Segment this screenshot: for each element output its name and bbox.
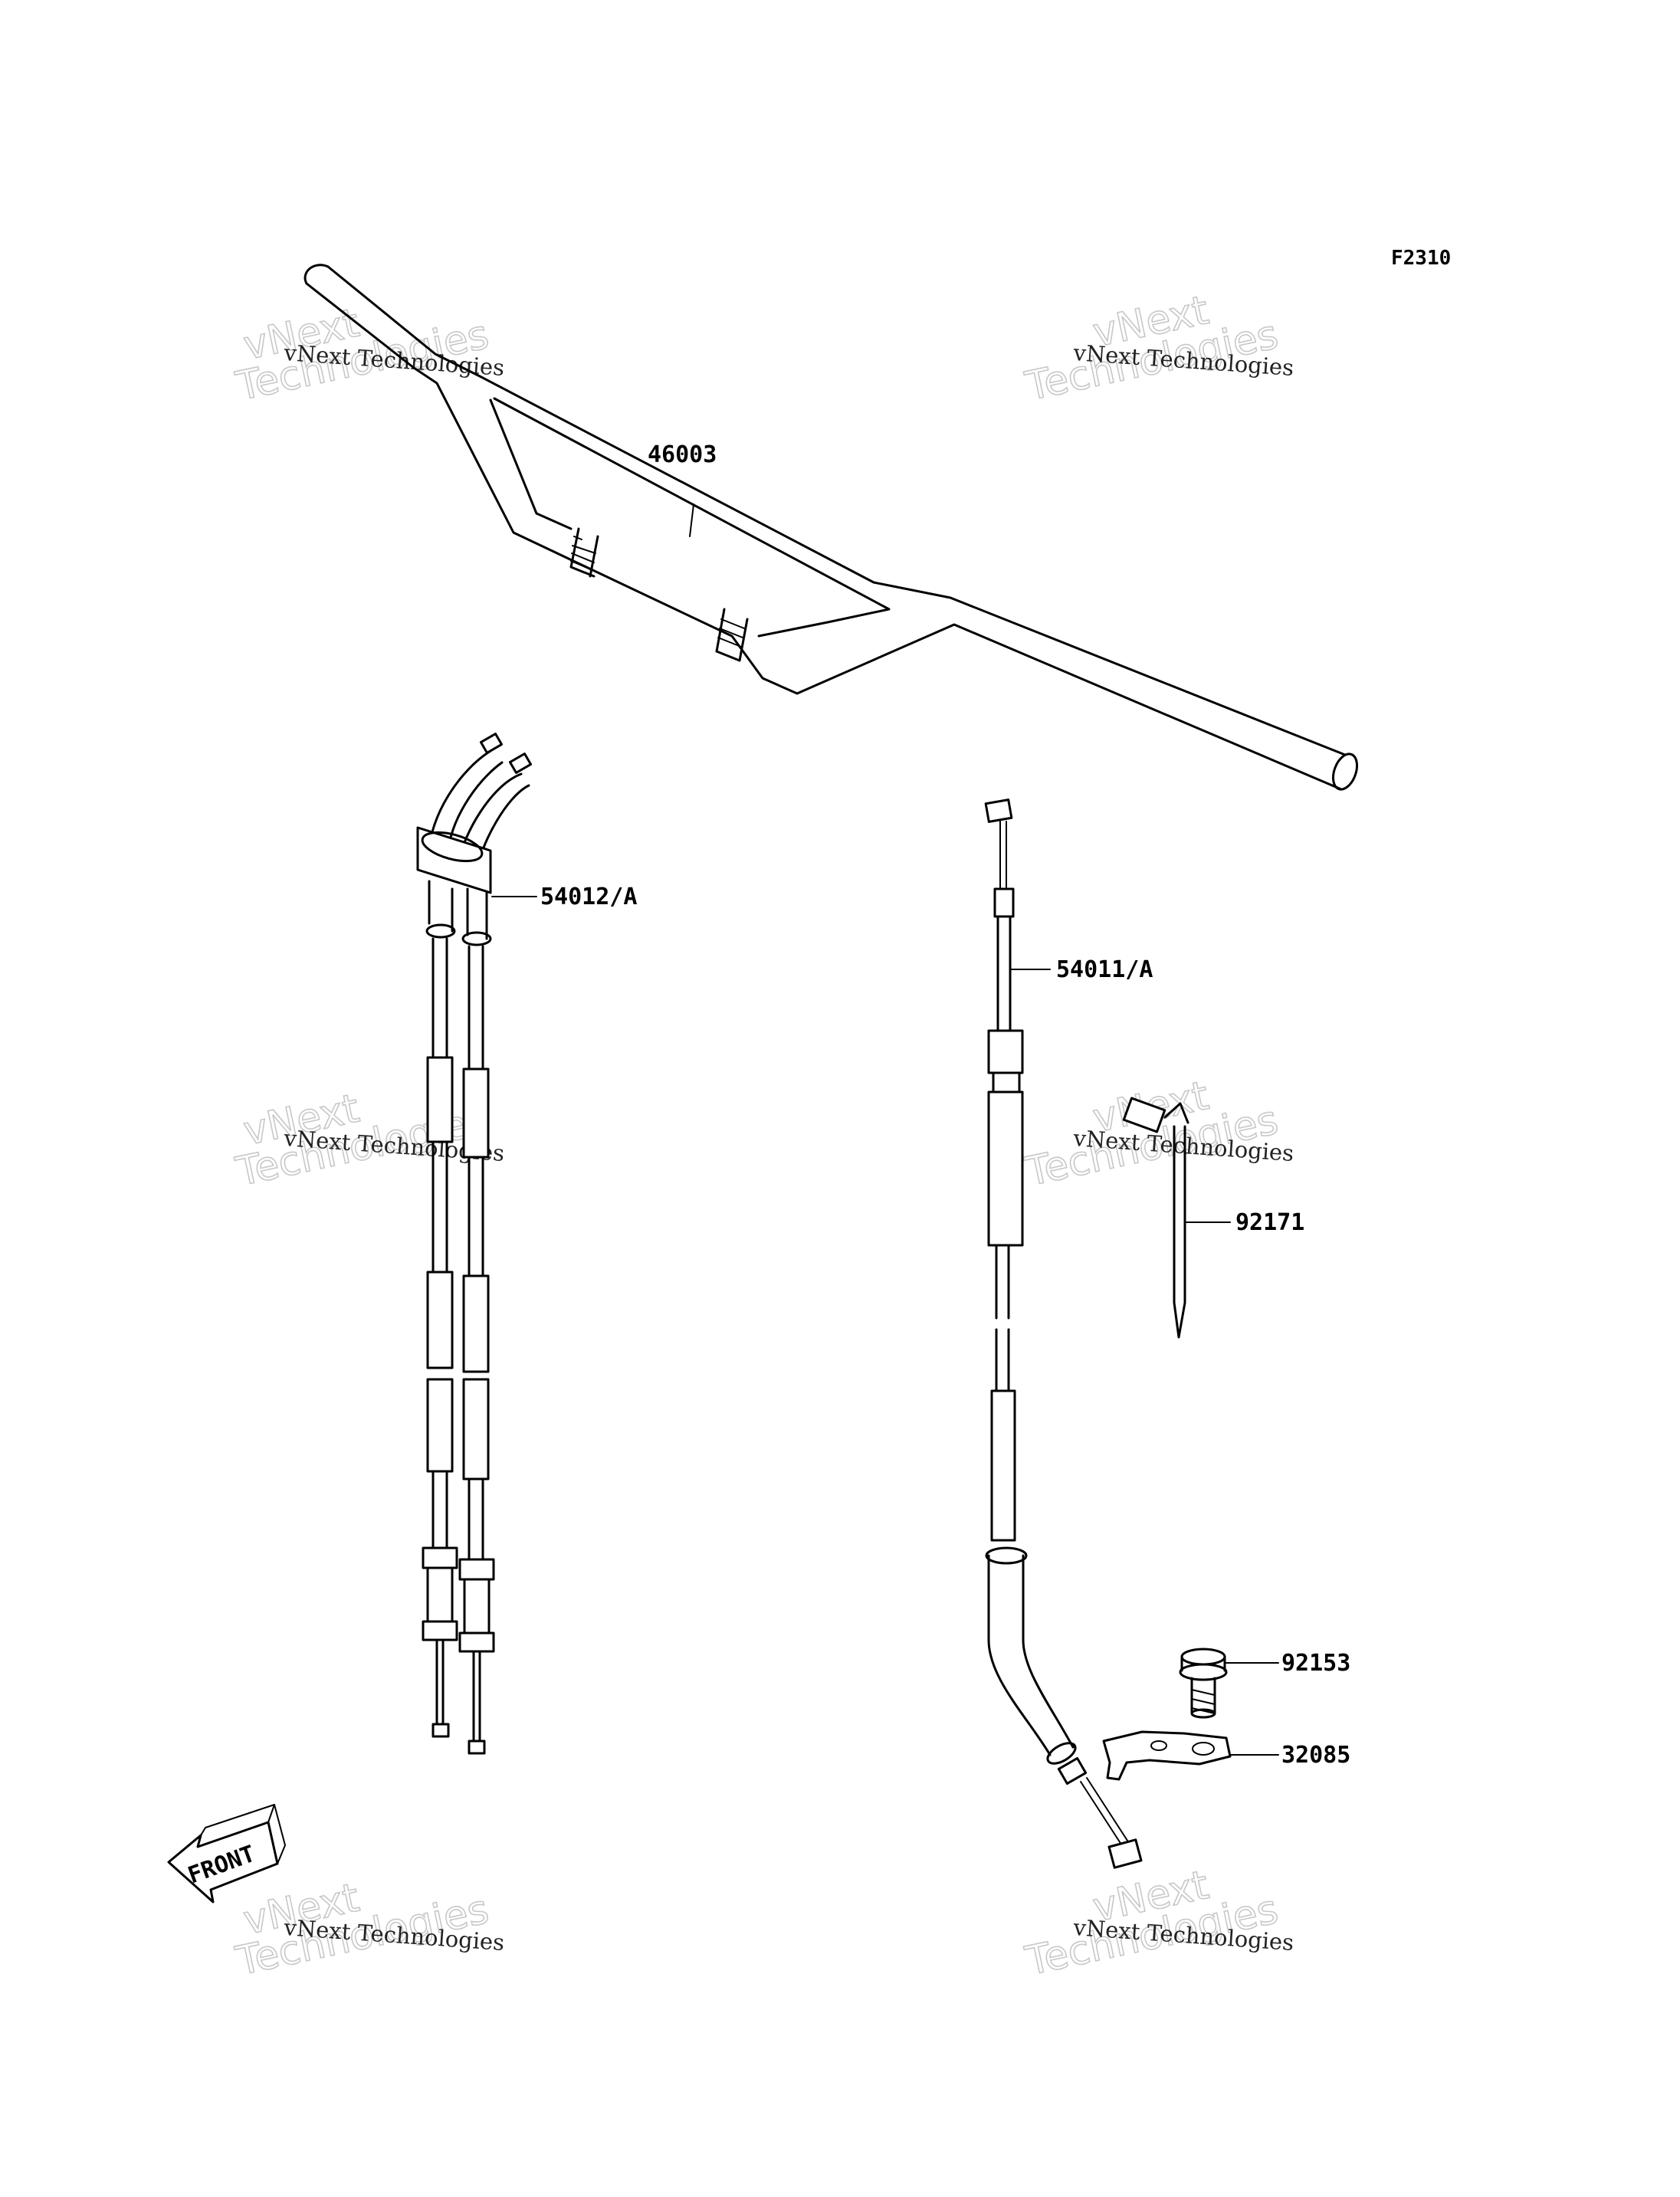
front-arrow-marker: FRONT [167, 1804, 286, 1904]
throttle-cables-54012A [416, 733, 537, 1755]
part-label-54012A: 54012/A [540, 884, 637, 910]
bolt-92153 [1179, 1648, 1279, 1719]
bracket-32085 [1102, 1730, 1279, 1781]
watermark-top-left: vNext Technologies [231, 300, 494, 411]
part-label-46003: 46003 [648, 441, 717, 468]
part-label-92153: 92153 [1281, 1650, 1350, 1677]
part-label-54011A: 54011/A [1056, 956, 1153, 983]
figure-code: F2310 [1391, 247, 1451, 270]
clamp-92171 [1122, 1097, 1231, 1339]
handlebar-46003 [304, 264, 1359, 791]
watermark-top-right: vNext Technologies [1021, 287, 1283, 411]
part-label-92171: 92171 [1235, 1209, 1304, 1236]
part-label-32085: 32085 [1281, 1742, 1350, 1769]
watermark-bottom-right: vNext Technologies [1021, 1861, 1283, 1985]
clutch-cable-54011A [984, 798, 1143, 1869]
